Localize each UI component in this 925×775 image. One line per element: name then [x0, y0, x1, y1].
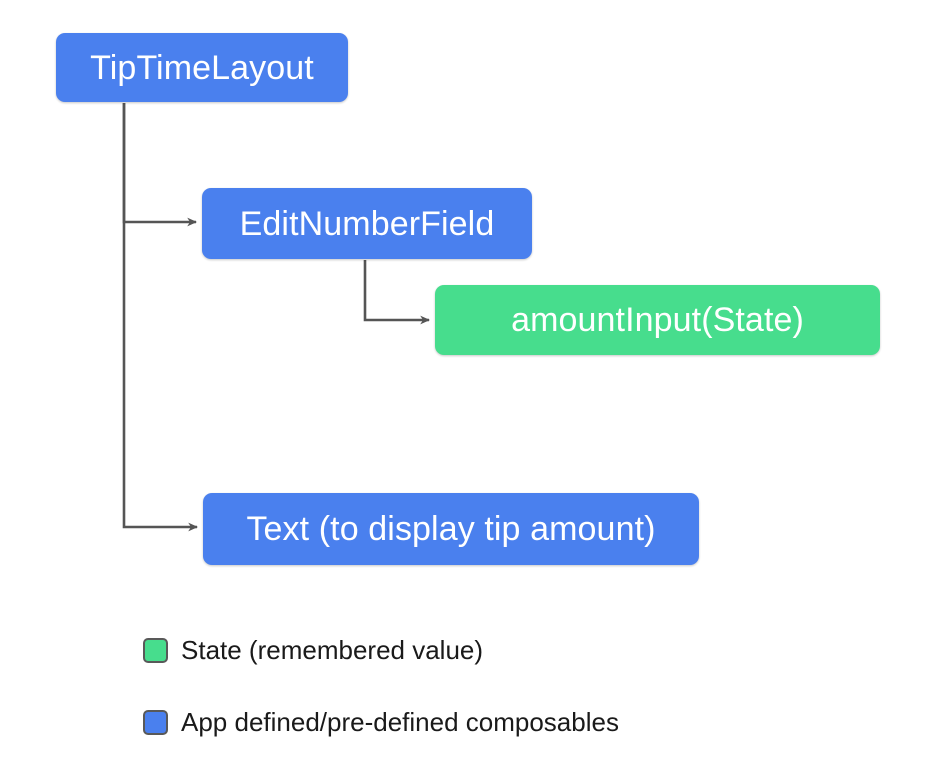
node-amountinput[interactable]: amountInput(State): [435, 285, 880, 355]
node-text-label: Text (to display tip amount): [246, 510, 656, 548]
legend: State (remembered value) App defined/pre…: [143, 626, 619, 770]
legend-item-composable-label: App defined/pre-defined composables: [181, 707, 619, 737]
node-tiptimelayout-label: TipTimeLayout: [90, 48, 314, 87]
edge-tiptimelayout-to-editnumberfield: [122, 103, 198, 227]
node-tiptimelayout[interactable]: TipTimeLayout: [56, 33, 348, 102]
legend-item-state-label: State (remembered value): [181, 635, 484, 665]
legend-item-state: State (remembered value): [143, 626, 619, 674]
edge-tiptimelayout-to-text: [122, 103, 199, 532]
node-editnumberfield-label: EditNumberField: [239, 204, 495, 243]
node-editnumberfield[interactable]: EditNumberField: [202, 188, 532, 259]
legend-swatch-state-icon: [143, 637, 168, 663]
legend-item-composable: App defined/pre-defined composables: [143, 698, 619, 746]
node-amountinput-label: amountInput(State): [511, 301, 804, 339]
edge-editnumberfield-to-amountinput: [363, 260, 431, 325]
node-text[interactable]: Text (to display tip amount): [203, 493, 699, 565]
legend-swatch-composable-icon: [143, 709, 168, 735]
